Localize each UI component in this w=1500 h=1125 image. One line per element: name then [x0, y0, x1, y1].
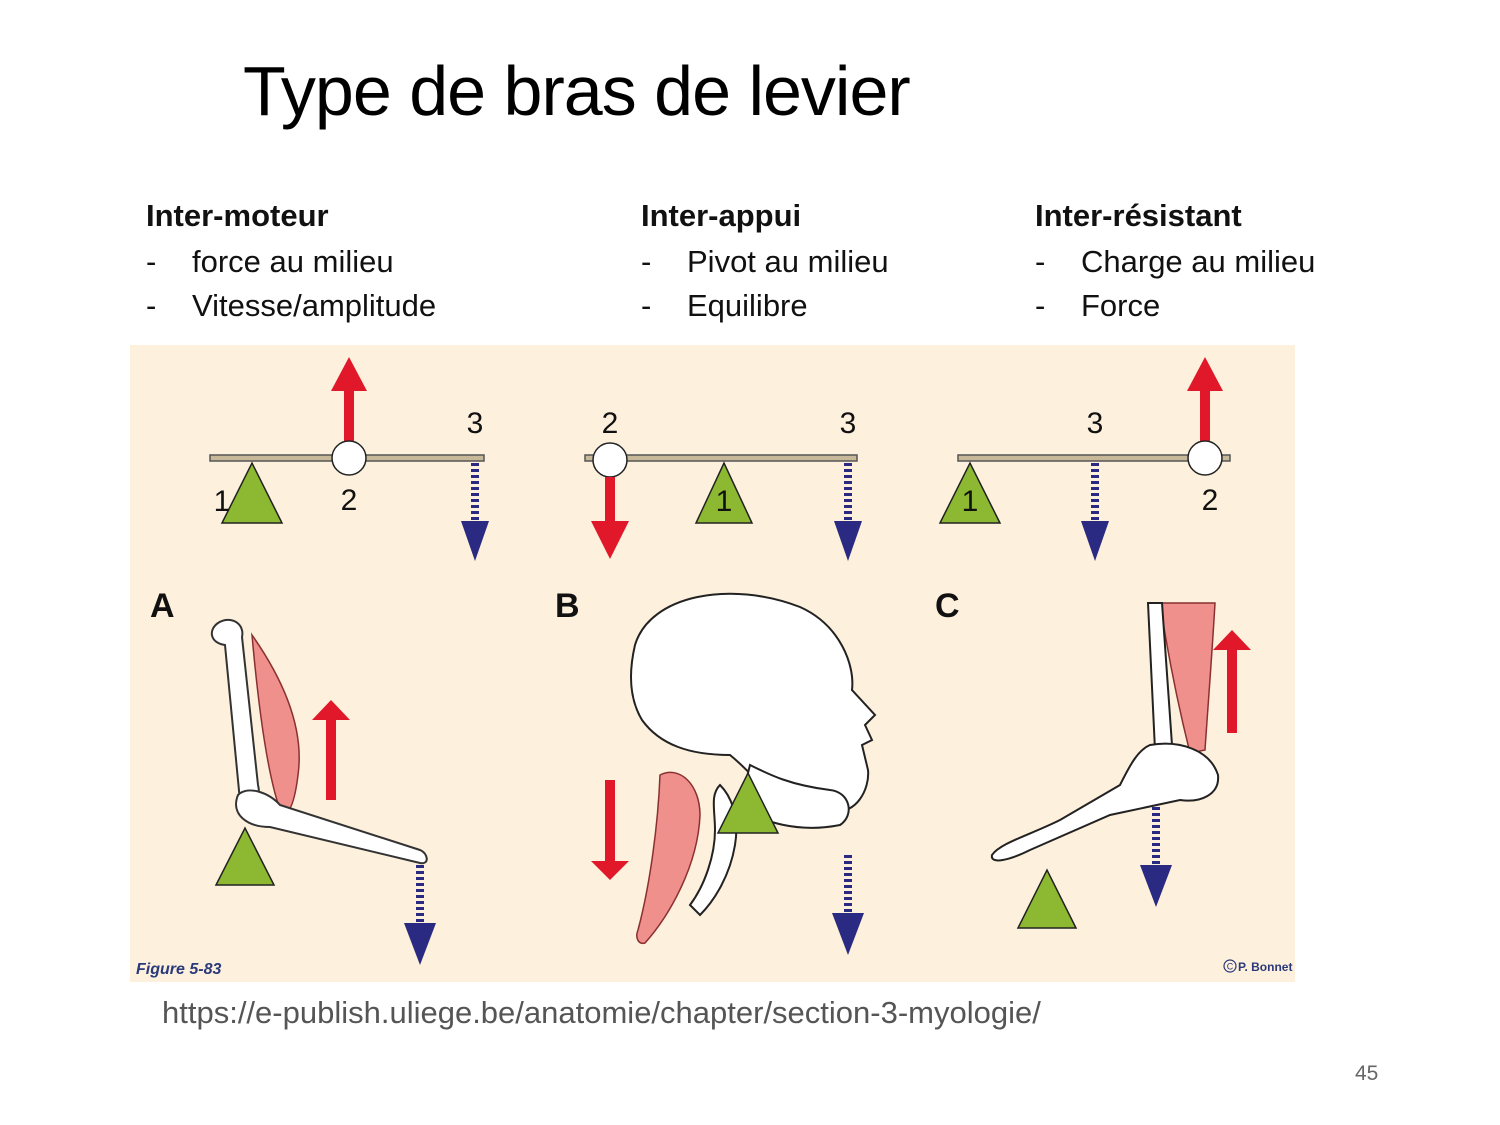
copyright-icon — [1223, 959, 1237, 973]
lever-bar — [584, 454, 858, 462]
load-label: 3 — [467, 407, 484, 440]
force-point — [331, 440, 367, 476]
force-point — [1187, 440, 1223, 476]
panel-c-foot — [990, 602, 1251, 929]
lever-figure: 1 2 3 A 2 — [130, 345, 1295, 982]
force-arrow-shaft — [1227, 645, 1237, 733]
biceps-muscle — [251, 632, 300, 816]
panel-b-letter: B — [555, 587, 580, 625]
source-url[interactable]: https://e-publish.uliege.be/anatomie/cha… — [162, 995, 1041, 1030]
force-arrow-shaft — [344, 385, 354, 443]
column-inter-resistant: Inter-résistant -Charge au milieu -Force — [1035, 198, 1315, 328]
force-arrow-shaft — [605, 780, 615, 865]
panel-b-skull — [591, 592, 877, 955]
load-arrow-head — [1081, 521, 1109, 561]
skull-bone — [630, 592, 877, 812]
page-number: 45 — [1355, 1062, 1379, 1085]
bullet-item: -Equilibre — [641, 288, 808, 323]
load-label: 3 — [1087, 407, 1104, 440]
bullet-item: -Pivot au milieu — [641, 244, 889, 279]
force-arrow-shaft — [1200, 385, 1210, 443]
lever-diagram: 1 2 3 A 2 — [136, 357, 1292, 978]
force-label: 2 — [602, 407, 619, 440]
copyright-symbol-glyph: C — [1227, 962, 1234, 972]
fulcrum-label: 1 — [962, 485, 979, 518]
column-inter-moteur: Inter-moteur -force au milieu -Vitesse/a… — [146, 198, 436, 328]
load-arrow-head — [832, 913, 864, 955]
humerus-bone — [210, 618, 260, 805]
force-arrow-head — [312, 700, 350, 720]
force-arrow-shaft — [605, 477, 615, 525]
neck-muscle — [636, 771, 701, 945]
panel-a-arm — [210, 618, 436, 965]
column-heading: Inter-moteur — [146, 198, 329, 233]
force-arrow-head — [1187, 357, 1223, 391]
load-arrow-head — [404, 923, 436, 965]
panel-c-letter: C — [935, 587, 960, 625]
force-label: 2 — [1202, 484, 1219, 517]
neck-fulcrum — [716, 771, 780, 834]
bullet-item: -Charge au milieu — [1035, 244, 1316, 279]
figure-credit: P. Bonnet — [1238, 960, 1292, 974]
column-inter-appui: Inter-appui -Pivot au milieu -Equilibre — [641, 198, 889, 328]
force-arrow-shaft — [326, 715, 336, 800]
fulcrum-triangle — [694, 461, 754, 524]
panel-b-lever: 2 1 3 — [584, 407, 862, 561]
forearm-bone — [235, 789, 428, 865]
bullet-item: -Force — [1035, 288, 1161, 323]
force-arrow-head — [1213, 630, 1251, 650]
load-arrow-head — [461, 521, 489, 561]
load-arrow-head — [834, 521, 862, 561]
column-heading: Inter-résistant — [1035, 198, 1242, 233]
fulcrum-triangle — [938, 461, 1002, 524]
force-arrow-head — [331, 357, 367, 391]
force-arrow-head — [591, 521, 629, 559]
panel-a-lever: 1 2 3 — [209, 357, 489, 561]
toe-fulcrum — [1016, 868, 1078, 929]
calf-muscle — [1159, 602, 1216, 754]
foot-bones — [990, 742, 1220, 862]
fulcrum-triangle — [220, 461, 284, 524]
bullet-item: -Vitesse/amplitude — [146, 288, 437, 323]
fulcrum-label: 1 — [716, 485, 733, 518]
slide-title: Type de bras de levier — [243, 52, 911, 130]
load-label: 3 — [840, 407, 857, 440]
lever-bar — [957, 454, 1231, 462]
panel-c-lever: 1 3 2 — [938, 357, 1231, 561]
force-point — [592, 442, 628, 478]
elbow-fulcrum — [214, 826, 276, 886]
load-arrow-head — [1140, 865, 1172, 907]
panel-a-letter: A — [150, 587, 175, 625]
force-arrow-head — [591, 861, 629, 880]
force-label: 2 — [341, 484, 358, 517]
fulcrum-label: 1 — [214, 485, 231, 518]
column-heading: Inter-appui — [641, 198, 802, 233]
figure-caption: Figure 5-83 — [136, 961, 221, 978]
bullet-item: -force au milieu — [146, 244, 394, 279]
